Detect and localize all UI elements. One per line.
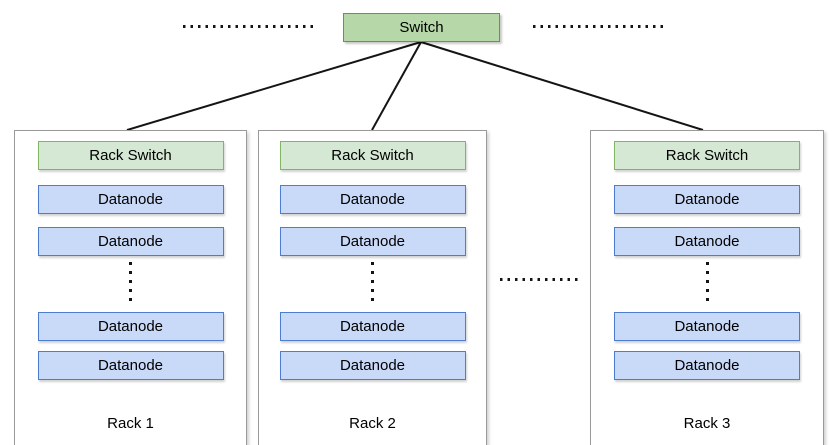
rack-1-switch-box: Rack Switch — [37, 141, 224, 170]
datanode-box: Datanode — [279, 227, 466, 256]
rack-switch-label: Rack Switch — [89, 147, 172, 164]
core-switch-label: Switch — [399, 19, 444, 36]
rack-2-switch-box: Rack Switch — [279, 141, 466, 170]
core-switch-box: Switch — [343, 13, 500, 42]
datanode-box: Datanode — [37, 185, 224, 214]
vertical-ellipsis-icon — [705, 262, 709, 302]
datanode-label: Datanode — [674, 191, 740, 208]
datanode-box: Datanode — [614, 227, 800, 256]
vertical-ellipsis-icon — [371, 262, 374, 302]
rack-name-label: Rack 1 — [107, 415, 154, 432]
datanode-label: Datanode — [674, 357, 740, 374]
rack-switch-label: Rack Switch — [331, 147, 414, 164]
connector-switch-to-rack-1 — [126, 41, 422, 131]
datanode-label: Datanode — [674, 233, 740, 250]
datanode-box: Datanode — [614, 312, 800, 341]
vertical-ellipsis-icon — [129, 262, 132, 302]
datanode-label: Datanode — [339, 318, 406, 335]
datanode-label: Datanode — [97, 357, 164, 374]
rack-2-container: Rack Switch Datanode Datanode Datanode D… — [258, 130, 487, 445]
datanode-label: Datanode — [97, 318, 164, 335]
rack-name-label: Rack 3 — [683, 415, 731, 432]
rack-switch-label: Rack Switch — [665, 147, 749, 164]
datanode-box: Datanode — [37, 312, 224, 341]
rack-name-label: Rack 2 — [349, 415, 396, 432]
rack-1-container: Rack Switch Datanode Datanode Datanode D… — [14, 130, 247, 445]
connector-switch-to-rack-3 — [420, 41, 704, 131]
dotted-line-right-icon — [533, 25, 664, 28]
dotted-line-left-icon — [183, 25, 313, 28]
datanode-label: Datanode — [339, 191, 406, 208]
rack-3-switch-box: Rack Switch — [614, 141, 800, 170]
datanode-box: Datanode — [279, 312, 466, 341]
datanode-box: Datanode — [614, 185, 800, 214]
datanode-label: Datanode — [339, 357, 406, 374]
datanode-box: Datanode — [279, 185, 466, 214]
datanode-box: Datanode — [37, 351, 224, 380]
horizontal-ellipsis-icon — [500, 278, 578, 281]
datanode-label: Datanode — [97, 233, 164, 250]
rack-3-container: Rack Switch Datanode Datanode Datanode D… — [590, 130, 824, 445]
datanode-box: Datanode — [279, 351, 466, 380]
datanode-label: Datanode — [674, 318, 740, 335]
datanode-label: Datanode — [97, 191, 164, 208]
datanode-box: Datanode — [37, 227, 224, 256]
datanode-box: Datanode — [614, 351, 800, 380]
datanode-label: Datanode — [339, 233, 406, 250]
connector-switch-to-rack-2 — [371, 41, 422, 131]
